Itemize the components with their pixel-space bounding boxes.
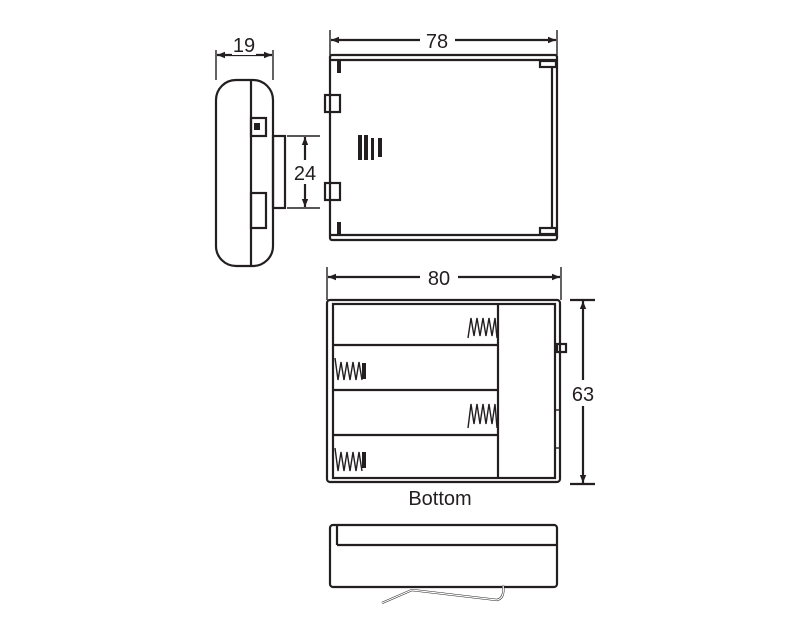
dimension-label-19: 19 xyxy=(233,35,255,57)
vent-slots xyxy=(358,135,382,160)
side-view xyxy=(214,78,287,268)
spring-icon xyxy=(334,357,363,381)
side-elevation xyxy=(328,523,559,605)
dimension-label-80: 80 xyxy=(428,268,450,290)
dimension-top-width: 78 xyxy=(329,28,558,55)
bottom-view xyxy=(325,298,568,484)
dimension-label-24: 24 xyxy=(294,163,316,185)
dimension-side-width: 19 xyxy=(215,33,274,80)
top-view xyxy=(323,53,559,242)
spring-icon xyxy=(467,403,498,429)
dimension-bottom-height: 63 xyxy=(568,298,600,486)
spring-icon xyxy=(334,447,363,472)
dimension-label-78: 78 xyxy=(426,31,448,53)
spring-icon xyxy=(467,317,498,339)
dimension-label-63: 63 xyxy=(572,384,594,406)
dimension-bottom-width: 80 xyxy=(326,265,562,300)
bottom-view-label: Bottom xyxy=(408,488,471,510)
dimension-contact-height: 24 xyxy=(287,135,320,209)
